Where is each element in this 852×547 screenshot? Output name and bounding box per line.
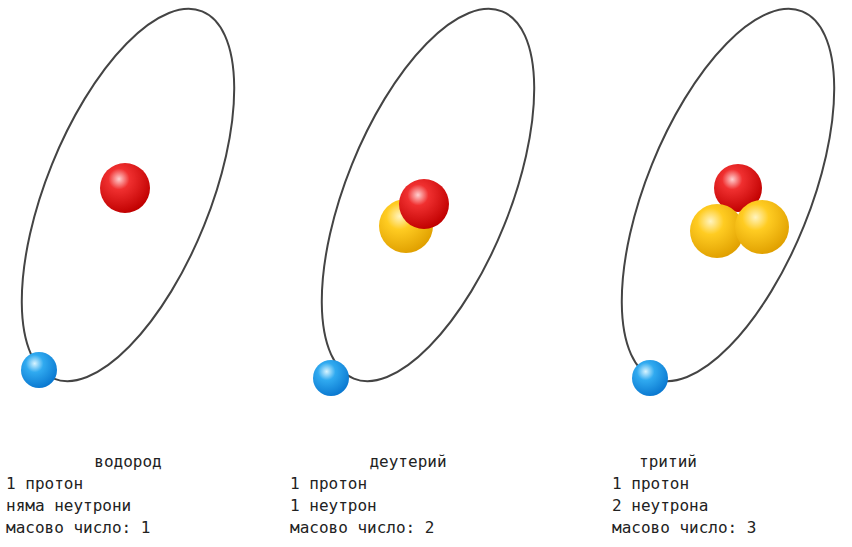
particle-count: 2 неутрона [612,496,708,516]
mass-number: масово число: 2 [290,518,435,538]
mass-number: масово число: 1 [6,518,151,538]
neutron [735,200,789,254]
proton [100,163,150,213]
orbit [0,0,278,409]
isotope-name: водород [94,452,161,472]
particle-count: няма неутрони [6,496,131,516]
particle-count: 1 протон [6,474,83,494]
particle-count: 1 протон [612,474,689,494]
electron [632,360,668,396]
electron [21,352,57,388]
particle-count: 1 неутрон [290,496,377,516]
mass-number: масово число: 3 [612,518,757,538]
orbit [278,0,578,409]
electron [313,360,349,396]
proton [399,179,449,229]
isotope-name: тритий [639,452,697,472]
orbit [578,0,852,409]
isotope-name: деутерий [369,452,446,472]
particle-count: 1 протон [290,474,367,494]
